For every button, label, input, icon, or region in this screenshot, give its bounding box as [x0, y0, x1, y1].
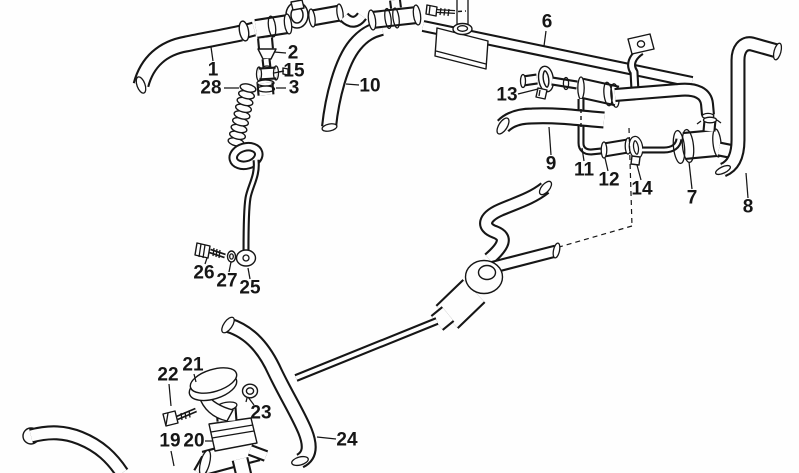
bracket-top — [452, 0, 473, 36]
breather-tee — [238, 13, 293, 50]
regulator-assembly — [162, 367, 269, 473]
hose-24 — [221, 316, 317, 469]
coupler-valve — [577, 76, 620, 108]
part-label-8: 8 — [743, 197, 754, 218]
leader-line-19 — [170, 450, 175, 467]
part-label-1: 1 — [208, 60, 219, 81]
leader-line-13 — [517, 88, 539, 95]
bolt-22 — [162, 407, 197, 427]
part-label-15: 15 — [283, 61, 305, 82]
pipe-assembly-6 — [421, 20, 694, 88]
corrugated-hose-28 — [227, 83, 257, 147]
leader-line-23 — [247, 396, 255, 406]
middle-row — [496, 36, 783, 177]
part-label-23: 23 — [250, 403, 271, 424]
stub-hose — [488, 242, 561, 275]
part-label-12: 12 — [598, 170, 619, 191]
leader-line-8 — [745, 172, 749, 199]
leader-line-11 — [581, 147, 585, 162]
clamp-screw-icon — [290, 0, 305, 11]
leader-line-25 — [247, 267, 251, 280]
part-label-24: 24 — [336, 430, 358, 451]
part-label-14: 14 — [631, 179, 653, 200]
part-label-11: 11 — [574, 160, 595, 181]
hose-1 — [132, 24, 243, 94]
hose-8 — [714, 36, 783, 177]
label-plate — [434, 27, 489, 70]
leader-line-15 — [273, 70, 285, 74]
bolt-top — [425, 4, 467, 17]
nut-23 — [241, 383, 259, 403]
part-label-6: 6 — [542, 12, 553, 33]
part-label-3: 3 — [289, 78, 300, 99]
washer-27 — [226, 250, 237, 263]
leader-line-10 — [345, 83, 360, 86]
part-label-9: 9 — [546, 154, 557, 175]
bolt-26 — [194, 242, 226, 259]
suction-hose — [479, 180, 553, 265]
part-label-10: 10 — [359, 76, 380, 97]
clamp-13 — [535, 65, 555, 100]
leader-line-12 — [604, 157, 609, 172]
clamp-15 — [255, 65, 289, 82]
part-label-13: 13 — [496, 85, 517, 106]
part-label-27: 27 — [216, 271, 237, 292]
clamp-14 — [628, 135, 644, 166]
leader-line-22 — [168, 383, 172, 407]
coil-pipe-28 — [228, 141, 264, 251]
silencer-collar — [464, 259, 504, 295]
silencer-assembly — [294, 180, 561, 382]
part-label-26: 26 — [193, 263, 214, 284]
part-label-28: 28 — [200, 78, 221, 99]
part-label-22: 22 — [157, 365, 178, 386]
eyelet-25 — [235, 249, 257, 267]
leader-line-9 — [548, 126, 552, 156]
leader-line-6 — [543, 30, 547, 47]
cap-21 — [188, 367, 238, 422]
part-label-2: 2 — [288, 43, 299, 64]
leader-line-7 — [688, 161, 693, 190]
part-label-7: 7 — [687, 188, 698, 209]
coupler-sleeve — [310, 6, 342, 25]
leader-line-21 — [193, 373, 197, 383]
leader-line-27 — [228, 261, 232, 273]
part-label-19: 19 — [159, 431, 180, 452]
leader-line-24 — [316, 436, 337, 440]
leader-line-1 — [210, 46, 214, 62]
bend-hose — [341, 13, 366, 26]
leader-line-26 — [204, 257, 208, 265]
pipe-12 — [600, 137, 632, 159]
part-label-25: 25 — [239, 278, 261, 299]
pipe-11 — [579, 99, 602, 154]
upper-left-assembly — [132, 13, 293, 267]
leader-line-2 — [273, 51, 287, 54]
tee-fitting-top — [367, 0, 422, 31]
part-label-21: 21 — [182, 355, 204, 376]
part-label-20: 20 — [183, 431, 204, 452]
connector-3 — [256, 79, 276, 96]
hose-bottom-left — [22, 425, 129, 473]
silencer-body — [294, 279, 486, 382]
hose-10 — [321, 20, 384, 132]
leader-line-14 — [636, 164, 642, 181]
outlet-pipe — [295, 319, 438, 380]
